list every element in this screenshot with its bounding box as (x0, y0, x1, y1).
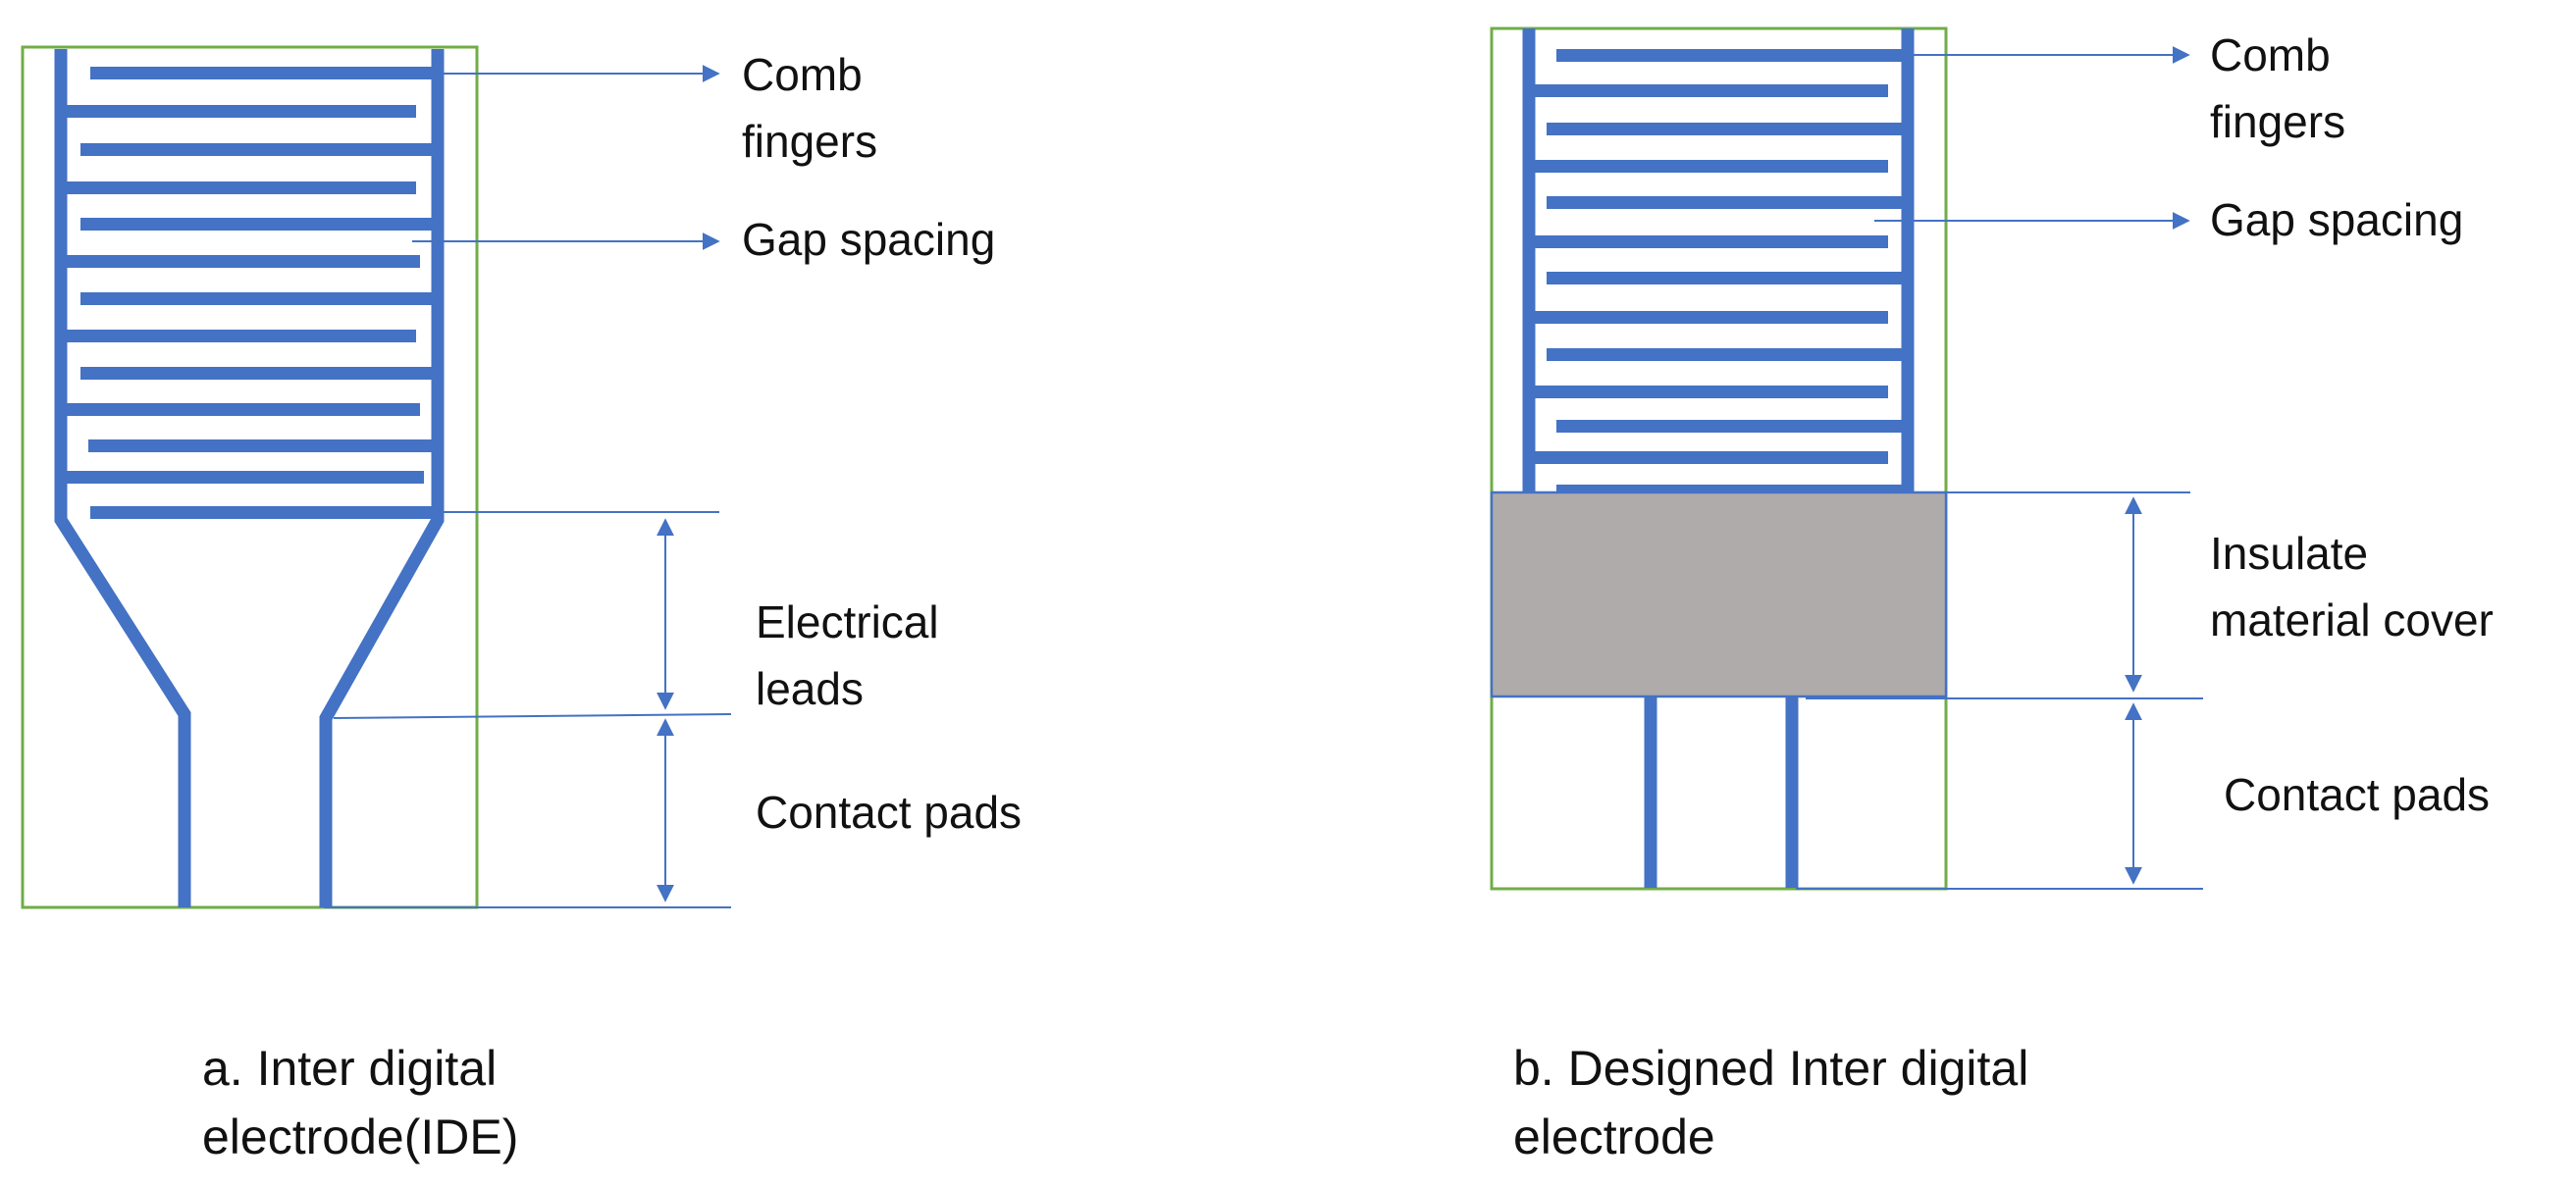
panel-a-leads-label-line2: leads (756, 663, 864, 714)
panel-b-gap-label: Gap spacing (2210, 194, 2464, 245)
panel-b-pads-label: Contact pads (2224, 769, 2491, 820)
comb-finger (65, 471, 424, 484)
panel-b-caption-line2: electrode (1513, 1109, 1715, 1164)
panel-a-caption-line1: a. Inter digital (202, 1041, 498, 1096)
comb-finger (1533, 311, 1888, 324)
panel-a-comb-fingers (61, 67, 442, 519)
comb-finger (1556, 49, 1904, 62)
comb-finger (1533, 84, 1888, 97)
comb-finger (65, 105, 416, 118)
comb-finger (80, 292, 438, 305)
comb-finger (1547, 348, 1908, 361)
panel-a-substrate-outline (21, 45, 479, 909)
comb-finger (1556, 420, 1908, 433)
panel-a (21, 45, 732, 909)
comb-finger (65, 330, 416, 342)
panel-b-comb-label-line2: fingers (2210, 96, 2346, 147)
insulate-material-cover (1490, 490, 1948, 698)
comb-finger (1533, 451, 1888, 464)
comb-finger (90, 67, 438, 79)
panel-a-comb-label-line2: fingers (742, 116, 878, 167)
panel-a-leads-label-line1: Electrical (756, 596, 939, 647)
panel-b-comb-fingers (1533, 49, 1908, 497)
comb-finger (80, 367, 438, 380)
panel-a-annotations (294, 65, 732, 908)
panel-b-substrate-outline (1490, 26, 1948, 891)
panel-b (1490, 26, 2203, 891)
panel-a-caption-line2: electrode(IDE) (202, 1109, 519, 1164)
ref-line-mid (333, 713, 732, 719)
panel-b-insulate-label-line2: material cover (2210, 594, 2494, 645)
panel-a-comb-label-line1: Comb (742, 49, 863, 100)
comb-finger (1533, 386, 1888, 398)
panel-a-electrode-traces (54, 49, 445, 907)
panel-a-gap-label: Gap spacing (742, 214, 996, 265)
comb-finger (1533, 160, 1888, 173)
panel-b-annotations (1766, 46, 2203, 890)
panel-b-caption-line1: b. Designed Inter digital (1513, 1041, 2029, 1096)
comb-finger (61, 403, 420, 416)
comb-finger (88, 439, 442, 452)
right-electrode-lead (319, 49, 445, 907)
comb-finger (65, 181, 416, 194)
comb-finger (1533, 235, 1888, 248)
left-electrode-lead (54, 49, 191, 907)
panel-b-insulate-label-line1: Insulate (2210, 528, 2369, 579)
comb-finger (80, 143, 438, 156)
comb-finger (1547, 123, 1908, 135)
comb-finger (65, 255, 420, 268)
comb-finger (80, 218, 438, 231)
panel-b-electrode-traces (1522, 28, 1915, 888)
comb-finger (90, 506, 442, 519)
comb-finger (1547, 196, 1908, 209)
panel-a-pads-label: Contact pads (756, 787, 1023, 838)
comb-finger (1547, 272, 1908, 284)
panel-b-comb-label-line1: Comb (2210, 29, 2331, 80)
